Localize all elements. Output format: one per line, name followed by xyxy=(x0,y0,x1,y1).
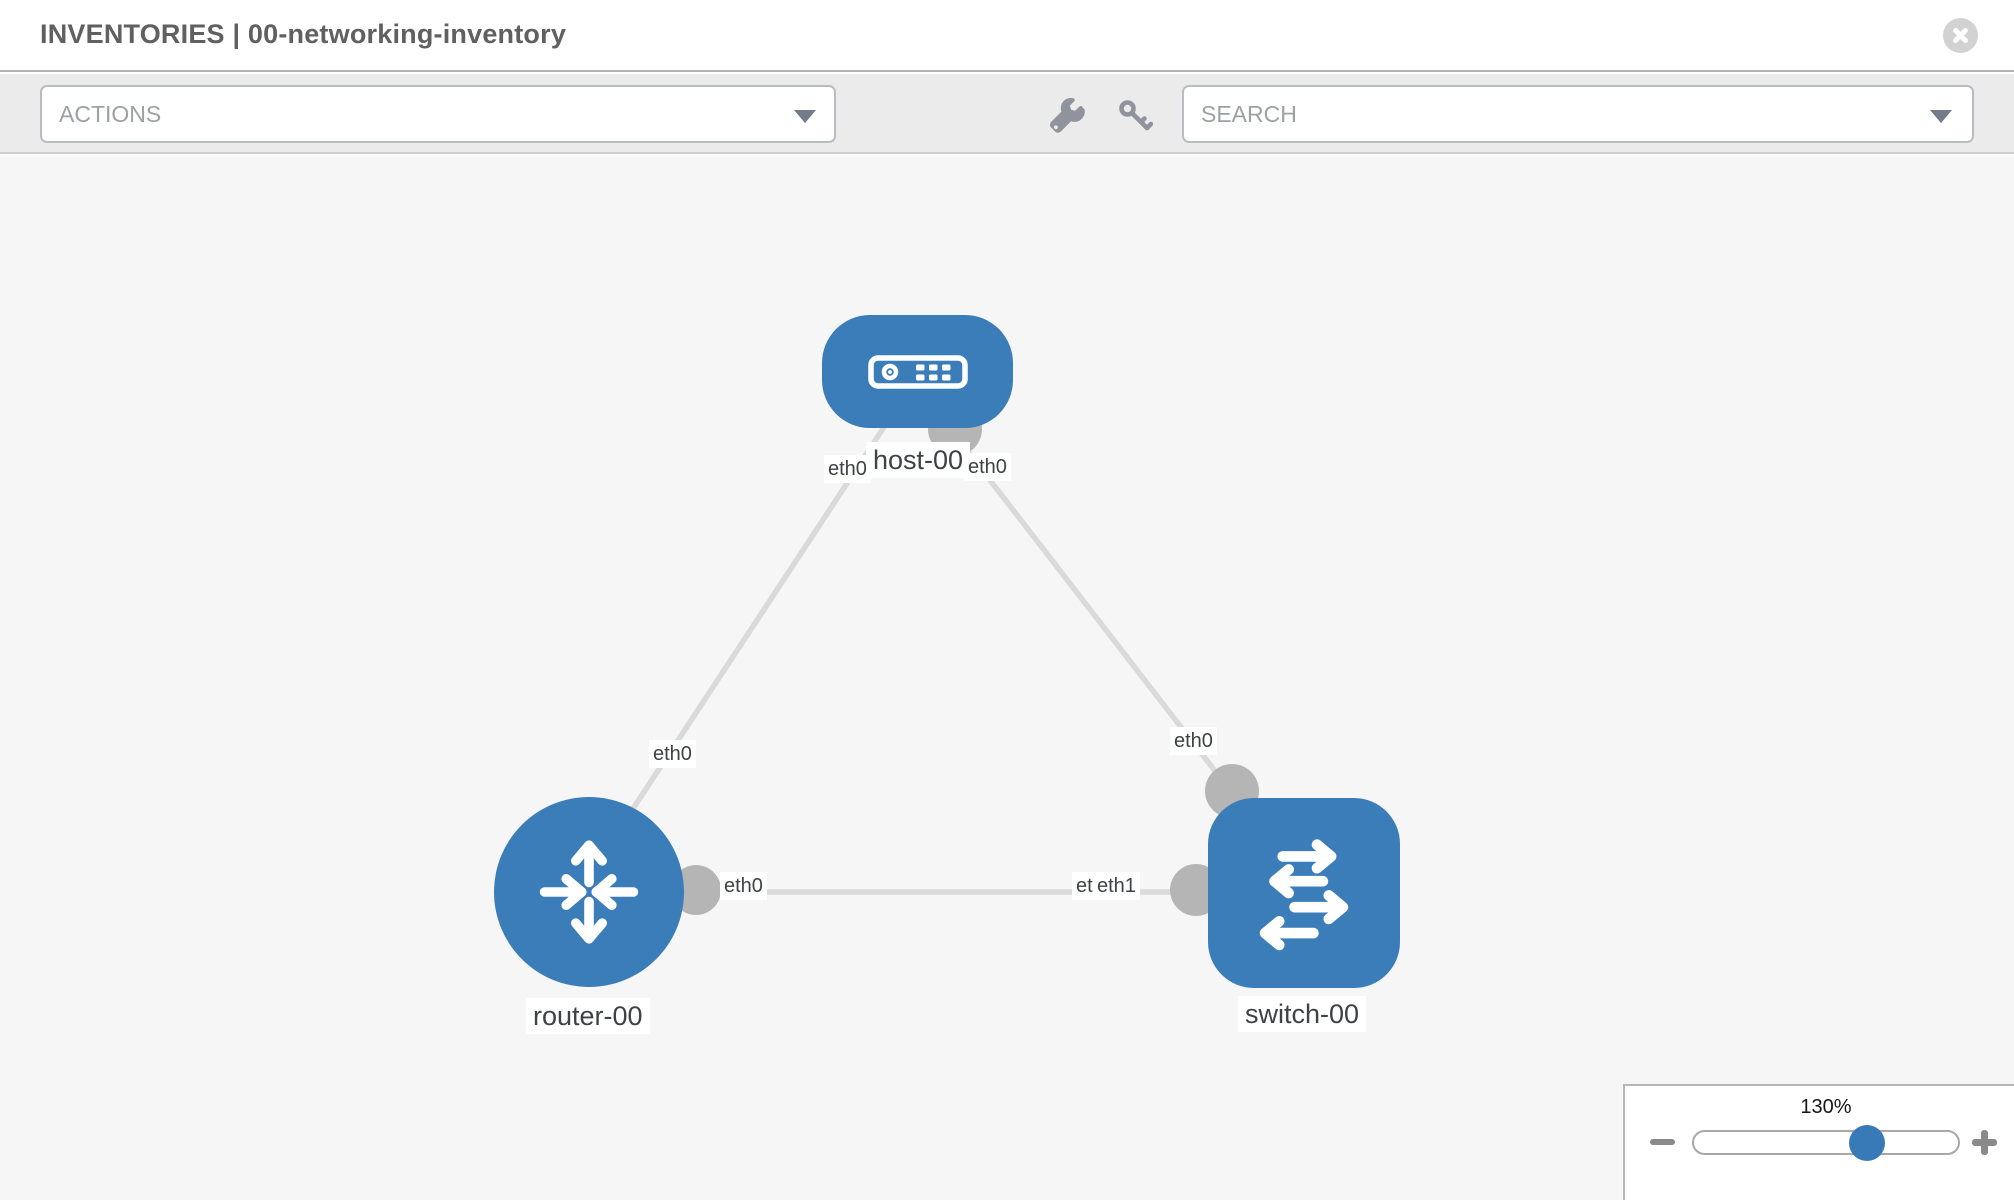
chevron-down-icon xyxy=(794,110,816,123)
node-label-switch: switch-00 xyxy=(1238,996,1367,1032)
node-label-router: router-00 xyxy=(526,998,650,1034)
node-host-00[interactable] xyxy=(822,315,1013,428)
zoom-slider-track[interactable] xyxy=(1692,1125,1960,1161)
host-icon xyxy=(867,354,968,389)
toolbar: ACTIONS SEARCH xyxy=(0,74,2014,154)
plus-icon xyxy=(1981,1130,1988,1155)
minus-icon xyxy=(1650,1139,1675,1145)
wrench-icon xyxy=(1050,97,1085,133)
interface-label: eth0 xyxy=(824,455,871,483)
interface-label: eth0 xyxy=(649,740,696,768)
page-title: INVENTORIES | 00-networking-inventory xyxy=(40,19,567,49)
node-switch-00[interactable] xyxy=(1208,798,1400,988)
router-icon xyxy=(539,840,639,944)
switch-icon xyxy=(1259,839,1349,951)
interface-label: eth0 xyxy=(1170,727,1217,755)
interface-label: eth0 xyxy=(964,453,1011,481)
topology-canvas[interactable]: host-00 router-00 switch-00 eth0 eth0 et… xyxy=(0,156,2014,1200)
interface-label: eth0 xyxy=(720,872,767,900)
search-dropdown-label: SEARCH xyxy=(1201,100,1297,127)
credentials-tool-button[interactable] xyxy=(1116,98,1154,136)
zoom-level-label: 130% xyxy=(1800,1096,1852,1118)
zoom-out-button[interactable] xyxy=(1647,1127,1677,1157)
key-icon xyxy=(1119,100,1154,131)
zoom-control-panel: 130% xyxy=(1623,1084,2014,1200)
close-button[interactable] xyxy=(1943,18,1978,53)
interface-label: eth0 xyxy=(1072,872,1094,900)
chevron-down-icon xyxy=(1930,110,1952,123)
zoom-in-button[interactable] xyxy=(1969,1127,1999,1157)
actions-dropdown-label: ACTIONS xyxy=(59,100,162,127)
search-dropdown[interactable]: SEARCH xyxy=(1182,85,1974,143)
node-router-00[interactable] xyxy=(494,797,684,987)
interface-label: eth1 xyxy=(1093,872,1140,900)
topology-links xyxy=(612,416,1262,895)
header: INVENTORIES | 00-networking-inventory xyxy=(0,0,2014,72)
zoom-slider-thumb[interactable] xyxy=(1849,1125,1885,1161)
actions-dropdown[interactable]: ACTIONS xyxy=(40,85,836,143)
configure-tool-button[interactable] xyxy=(1048,97,1086,136)
node-label-host: host-00 xyxy=(866,442,971,478)
